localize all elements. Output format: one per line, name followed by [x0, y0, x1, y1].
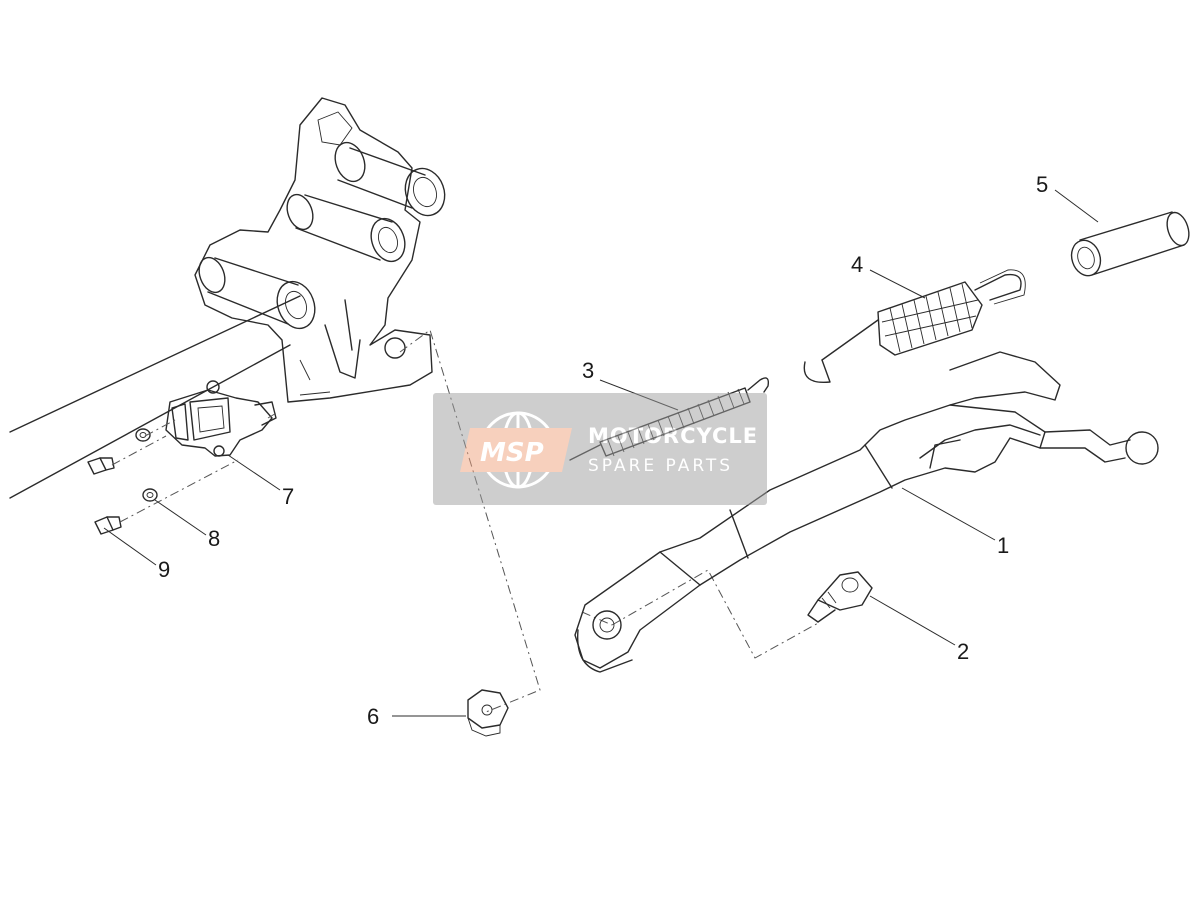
- callout-7: 7: [282, 484, 294, 509]
- screw-9: [87, 457, 122, 535]
- callout-5: 5: [1036, 172, 1048, 197]
- callout-1: 1: [997, 533, 1009, 558]
- nut-6: [467, 689, 509, 737]
- pivot-pin: [807, 571, 873, 623]
- side-stand-switch: [165, 380, 277, 457]
- bushing-5: [1070, 211, 1190, 277]
- frame-tube-lower: [198, 256, 316, 330]
- watermark-line-1: MOTORCYCLE: [588, 424, 758, 448]
- side-stand: [574, 351, 1159, 673]
- callout-2: 2: [957, 639, 969, 664]
- callout-6: 6: [367, 704, 379, 729]
- watermark: MSP MOTORCYCLE SPARE PARTS: [433, 393, 767, 505]
- callout-labels: 1 2 3 4 5 6 7 8 9: [158, 172, 1048, 729]
- assembly-lines: [111, 329, 821, 713]
- watermark-badge: [460, 428, 572, 472]
- callout-3: 3: [582, 358, 594, 383]
- frame-bracket: [9, 97, 446, 499]
- callout-9: 9: [158, 557, 170, 582]
- callout-8: 8: [208, 526, 220, 551]
- watermark-badge-text: MSP: [480, 438, 544, 468]
- washer-8: [135, 428, 158, 502]
- watermark-line-2: SPARE PARTS: [588, 456, 733, 476]
- frame-tube-middle: [286, 193, 406, 263]
- return-spring-4: [803, 269, 1026, 384]
- frame-tube-upper: [334, 141, 446, 217]
- callout-4: 4: [851, 252, 863, 277]
